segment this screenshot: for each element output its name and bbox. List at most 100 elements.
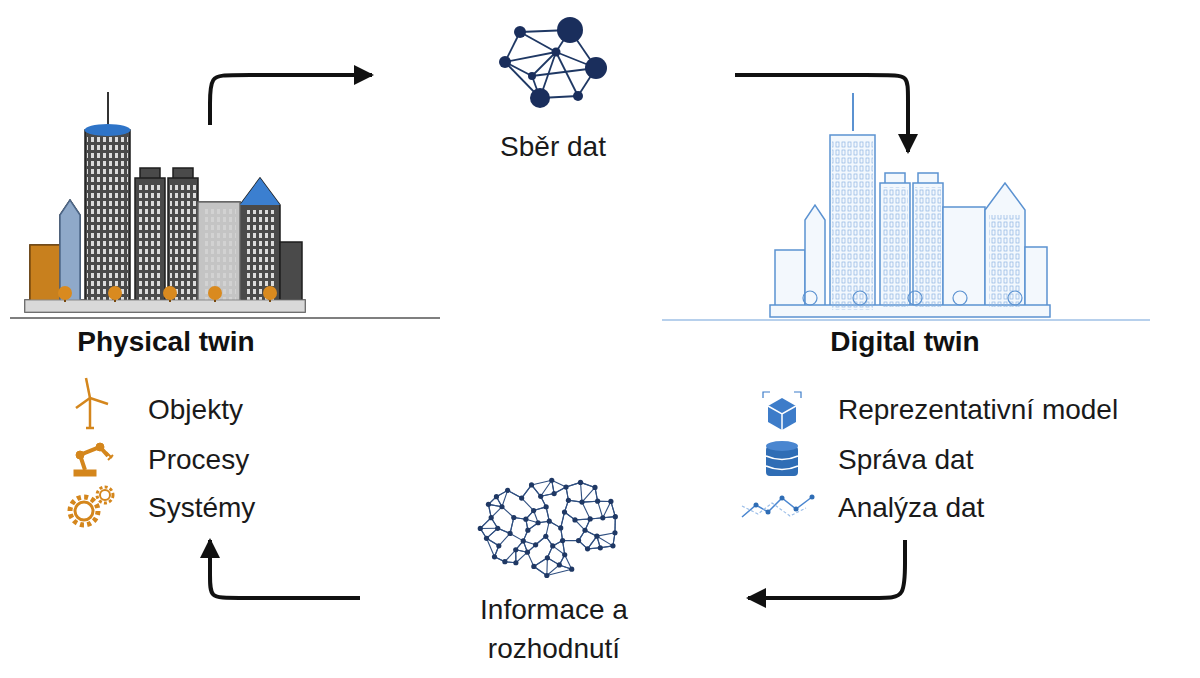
object-icon-part bbox=[76, 398, 90, 408]
network-icon-part-part bbox=[520, 32, 556, 52]
cycle-arrow bbox=[748, 540, 905, 598]
group-heading: Digital twin bbox=[830, 325, 979, 359]
digital-city-part-part bbox=[989, 215, 1021, 307]
list-item: Správa dat bbox=[838, 443, 973, 477]
brain-network-icon-part bbox=[536, 520, 541, 525]
list-item: Reprezentativní model bbox=[838, 393, 1118, 427]
brain-network-icon-part bbox=[519, 495, 524, 500]
step-label: Informace a rozhodnutí bbox=[449, 590, 659, 668]
chart-icon-part-part bbox=[754, 503, 759, 508]
cycle-arrow bbox=[210, 540, 360, 598]
network-icon-part-part bbox=[552, 48, 561, 57]
physical-city-part bbox=[244, 210, 276, 302]
brain-network-icon-part bbox=[547, 519, 552, 524]
brain-network-icon-part bbox=[572, 517, 577, 522]
brain-network-icon-part bbox=[549, 478, 554, 483]
brain-network-icon bbox=[478, 478, 618, 578]
digital-city-part-part-part bbox=[1008, 291, 1022, 305]
physical-city-part bbox=[25, 130, 305, 312]
chart-icon-part-part bbox=[766, 510, 771, 515]
brain-network-icon-part bbox=[582, 487, 595, 502]
network-icon-part-part bbox=[556, 52, 578, 96]
brain-network-icon-part bbox=[546, 558, 548, 576]
process-icon-part bbox=[96, 443, 104, 451]
brain-network-icon-part bbox=[496, 543, 501, 548]
brain-network-icon-part bbox=[613, 514, 618, 519]
object-icon-part bbox=[86, 427, 94, 430]
brain-network-icon-part bbox=[552, 491, 557, 496]
brain-network-icon-part bbox=[507, 531, 512, 536]
brain-network-icon-part bbox=[582, 528, 587, 533]
model-icon-part bbox=[763, 392, 801, 398]
physical-city-part bbox=[58, 286, 277, 302]
brain-network-icon-part bbox=[592, 485, 597, 490]
chart-icon-part bbox=[754, 495, 815, 515]
database-icon-part bbox=[766, 456, 798, 470]
brain-network-icon-part bbox=[600, 515, 605, 520]
brain-network-icon-part bbox=[525, 528, 530, 533]
digital-city-part-part-part bbox=[803, 291, 817, 305]
brain-network-icon-part bbox=[502, 559, 507, 564]
brain-network-icon-part bbox=[595, 499, 600, 504]
brain-network-icon-part bbox=[576, 538, 581, 543]
digital-city-part-part bbox=[832, 140, 873, 310]
brain-network-icon-part bbox=[529, 482, 534, 487]
chart-icon-part bbox=[742, 497, 812, 517]
brain-network-icon-part bbox=[523, 517, 528, 522]
list-item: Objekty bbox=[148, 393, 243, 427]
model-icon-part bbox=[768, 398, 796, 430]
brain-network-icon-part bbox=[525, 550, 530, 555]
digital-city-part-part bbox=[803, 291, 1022, 305]
brain-network-icon-part bbox=[495, 526, 500, 531]
network-icon-part bbox=[505, 30, 596, 98]
chart-icon-part-part bbox=[780, 496, 785, 501]
physical-city-part-part bbox=[263, 286, 277, 300]
brain-network-icon-part bbox=[563, 484, 568, 489]
digital-city-part-part bbox=[882, 187, 908, 307]
brain-network-icon-part bbox=[480, 528, 497, 529]
system-icon bbox=[70, 487, 113, 525]
brain-network-icon-part bbox=[492, 554, 497, 559]
brain-network-icon-part bbox=[578, 480, 583, 485]
brain-network-icon-part bbox=[558, 525, 563, 530]
physical-city-part-part bbox=[208, 286, 222, 300]
system-icon-part bbox=[70, 497, 98, 525]
physical-city-part-part bbox=[58, 286, 72, 300]
physical-city-part bbox=[202, 208, 236, 303]
group-heading: Physical twin bbox=[77, 325, 254, 359]
cycle-arrow bbox=[210, 75, 372, 125]
brain-network-icon-part bbox=[543, 534, 548, 539]
brain-network-icon-part bbox=[560, 538, 565, 543]
chart-icon bbox=[742, 495, 815, 518]
process-icon bbox=[74, 443, 113, 476]
brain-network-icon-part bbox=[588, 516, 593, 521]
step-label: Sběr dat bbox=[500, 130, 606, 164]
brain-network-icon-part bbox=[594, 534, 599, 539]
chart-icon-part-part bbox=[794, 507, 799, 512]
physical-city-part bbox=[87, 135, 128, 305]
digital-city-part-part bbox=[852, 93, 854, 131]
stage-step: Sběr dat bbox=[372, 10, 735, 175]
digital-city-part-part bbox=[915, 187, 941, 307]
brain-network-icon-part bbox=[487, 538, 495, 556]
physical-city-part bbox=[240, 178, 280, 205]
physical-city-part bbox=[10, 317, 440, 319]
brain-network-icon-part bbox=[557, 562, 562, 567]
cycle-arrow bbox=[735, 75, 908, 152]
digital-twin-group: Digital twinReprezentativní modelSpráva … bbox=[660, 152, 1190, 540]
network-icon-part bbox=[499, 17, 607, 108]
digital-city-part-part bbox=[770, 135, 1050, 317]
physical-city-part bbox=[137, 182, 163, 302]
database-icon bbox=[766, 441, 798, 476]
physical-city-part bbox=[25, 300, 305, 312]
system-icon-part bbox=[75, 502, 93, 520]
network-icon-part-part bbox=[585, 57, 607, 79]
process-icon-part bbox=[106, 452, 113, 460]
system-icon-part bbox=[97, 487, 113, 503]
brain-network-icon-part bbox=[511, 515, 516, 520]
physical-city-part bbox=[85, 124, 131, 136]
digital-city-part-part-part bbox=[908, 291, 922, 305]
brain-network-icon-part bbox=[544, 504, 549, 509]
